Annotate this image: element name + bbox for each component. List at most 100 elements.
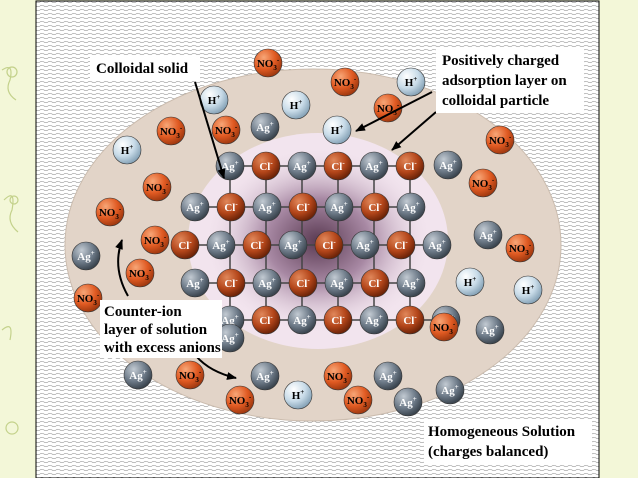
lattice-ion-ag: Ag+ (278, 230, 308, 260)
lattice-ion-cl: Cl- (360, 192, 390, 222)
solution-ion-h: H+ (281, 90, 311, 120)
solution-ion-no3-sphere (253, 48, 283, 78)
lattice-ion-cl-sphere (323, 151, 353, 181)
lattice-ion-cl-sphere (216, 268, 246, 298)
lattice-ion-cl-label: Cl- (224, 276, 238, 290)
solution-ion-no3-label: NO3- (179, 368, 202, 384)
lattice-ion-cl: Cl- (395, 151, 425, 181)
lattice-ion-ag-sphere (350, 230, 380, 260)
lattice-ion-ag-sphere (180, 192, 210, 222)
solution-ion-h-sphere (283, 380, 313, 410)
arrow-counter-ion-down (195, 355, 237, 380)
lattice-ion-cl-label: Cl- (296, 276, 310, 290)
solution-ion-no3-sphere (211, 115, 241, 145)
lattice-ion-cl-sphere (314, 230, 344, 260)
solution-ion-no3: NO3- (343, 385, 373, 415)
solution-ion-ag-sphere (473, 220, 503, 250)
lattice-ion-ag: Ag+ (324, 268, 354, 298)
lattice-ion-cl-sphere (251, 151, 281, 181)
solution-ion-h-sphere (396, 67, 426, 97)
lattice-ion-ag-sphere (359, 305, 389, 335)
solution-ion-no3: NO3- (485, 125, 515, 155)
lattice-ion-cl-sphere (395, 151, 425, 181)
arrow-adsorption-1 (355, 91, 433, 132)
solution-ion-no3: NO3- (140, 225, 170, 255)
solution-ion-no3-label: NO3- (144, 233, 167, 249)
solution-ion-ag-label: Ag+ (439, 158, 456, 172)
lattice-ion-cl-label: Cl- (250, 238, 264, 252)
solution-ion-ag-sphere (250, 112, 280, 142)
solution-ion-no3: NO3- (429, 312, 459, 342)
lattice-ion-cl-label: Cl- (224, 200, 238, 214)
solution-ion-h: H+ (322, 115, 352, 145)
solution-ion-no3: NO3- (142, 172, 172, 202)
solution-ion-ag-sphere (250, 361, 280, 391)
solution-ion-no3-label: NO3- (215, 123, 238, 139)
lattice-ion-ag-sphere (278, 230, 308, 260)
solution-ion-no3-label: NO3- (160, 124, 183, 140)
solution-ion-no3: NO3- (95, 197, 125, 227)
lattice-ion-cl: Cl- (323, 305, 353, 335)
solution-ion-h-label: H+ (292, 388, 305, 402)
solution-ion-no3-label: NO3- (146, 180, 169, 196)
lattice-ion-ag-sphere (324, 268, 354, 298)
lattice-ion-cl: Cl- (251, 305, 281, 335)
lattice-ion-cl: Cl- (170, 230, 200, 260)
solution-ion-no3-label: NO3- (99, 205, 122, 221)
solution-ion-no3-sphere (73, 283, 103, 313)
solution-ion-no3-sphere (140, 225, 170, 255)
solution-ion-ag-label: Ag+ (481, 323, 498, 337)
solution-ion-ag-sphere (373, 361, 403, 391)
solution-ion-no3-sphere (330, 67, 360, 97)
solution-ion-ag: Ag+ (435, 375, 465, 405)
solution-ion-no3-sphere (505, 233, 535, 263)
solution-ion-ag: Ag+ (250, 361, 280, 391)
lattice-ion-cl-sphere (242, 230, 272, 260)
solution-ion-no3: NO3- (253, 48, 283, 78)
solution-ion-no3-label: NO3- (433, 320, 456, 336)
solution-ion-ag: Ag+ (250, 112, 280, 142)
arrow-counter-ion-up (115, 239, 129, 297)
solution-ion-h-label: H+ (121, 143, 134, 157)
solution-ion-no3-sphere (343, 385, 373, 415)
label-adsorption: Positively charged adsorption layer on c… (436, 47, 584, 113)
lattice-ion-cl-label: Cl- (403, 159, 417, 173)
lattice-ion-ag: Ag+ (422, 230, 452, 260)
lattice-ion-cl-label: Cl- (368, 276, 382, 290)
adsorption-text-2: adsorption layer on (442, 73, 567, 89)
solution-ion-h: H+ (455, 267, 485, 297)
solution-ion-no3-sphere (95, 197, 125, 227)
lattice-ion-ag-label: Ag+ (186, 200, 203, 214)
solution-ion-ag: Ag+ (393, 387, 423, 417)
solution-ion-ag-label: Ag+ (256, 120, 273, 134)
lattice-ion-ag: Ag+ (180, 268, 210, 298)
solution-ion-h-label: H+ (208, 93, 221, 107)
solution-ion-no3-sphere (156, 116, 186, 146)
solution-ion-h: H+ (112, 135, 142, 165)
lattice-ion-ag-label: Ag+ (293, 313, 310, 327)
lattice-ion-ag-label: Ag+ (258, 200, 275, 214)
solution-ion-no3: NO3- (330, 67, 360, 97)
solution-ion-h-label: H+ (331, 123, 344, 137)
callout-arrows (115, 81, 437, 380)
solution-ion-ag: Ag+ (215, 323, 245, 353)
solution-ion-ag: Ag+ (473, 220, 503, 250)
lattice-ion-cl: Cl- (288, 268, 318, 298)
solution-ion-no3-sphere (142, 172, 172, 202)
solution-ion-no3: NO3- (73, 283, 103, 313)
solution-ion-ag: Ag+ (433, 150, 463, 180)
solution-ion-ag-label: Ag+ (379, 369, 396, 383)
solution-ion-no3-label: NO3- (77, 291, 100, 307)
lattice-ion-cl-sphere (251, 305, 281, 335)
solution-ion-ag-label: Ag+ (129, 368, 146, 382)
solution-ion-no3: NO3- (505, 233, 535, 263)
arrow-colloidal-solid (194, 81, 226, 179)
lattice-ion-ag-label: Ag+ (402, 276, 419, 290)
lattice-ion-cl-sphere (323, 305, 353, 335)
solution-ion-ag: Ag+ (475, 315, 505, 345)
ions: Ag+Cl-Ag+Cl-Ag+Cl-Ag+Cl-Ag+Cl-Ag+Cl-Ag+C… (71, 48, 543, 417)
solution-ion-no3: NO3- (211, 115, 241, 145)
lattice-ion-ag-sphere (324, 192, 354, 222)
solution-ion-no3-sphere (323, 361, 353, 391)
lattice-ion-cl: Cl- (314, 230, 344, 260)
